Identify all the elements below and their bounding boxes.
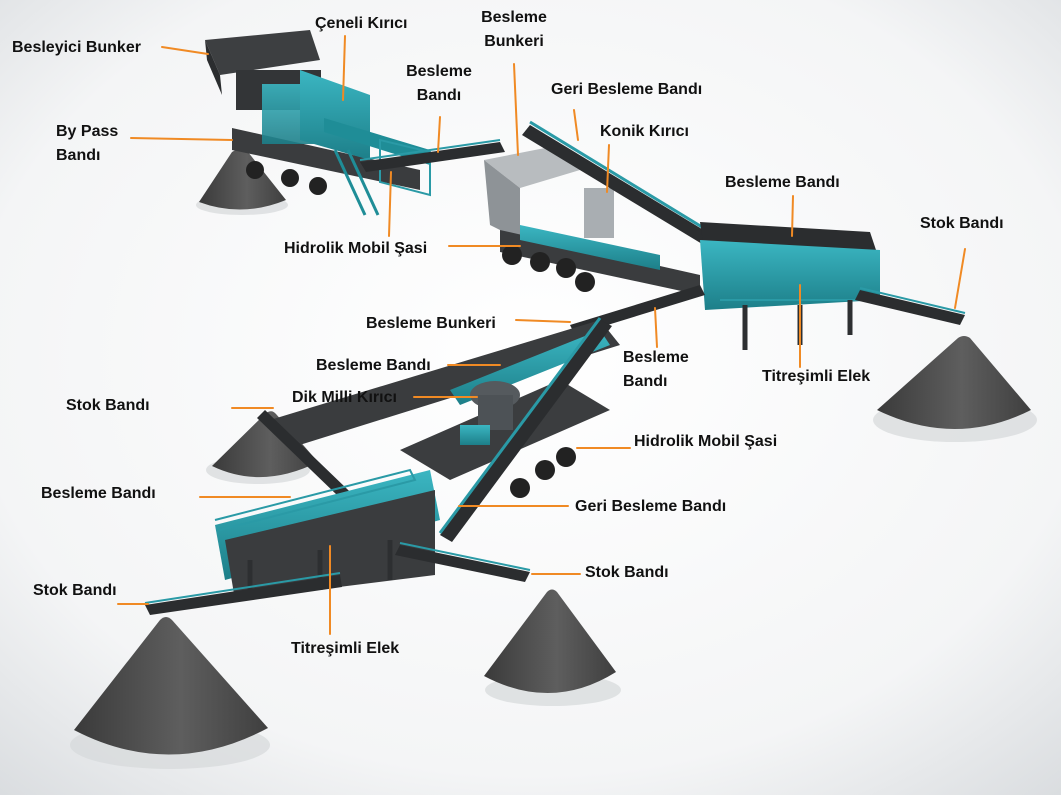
label-besleme-bandi-right: Besleme Bandı — [725, 174, 840, 191]
label-besleme-bunkeri-mid: Besleme Bunkeri — [366, 315, 496, 332]
leader-besleme-bandi-top — [437, 116, 441, 153]
label-besleme-bandi-left: Besleme Bandı — [41, 485, 156, 502]
label-besleme-bandi-c-line2: Bandı — [623, 373, 668, 390]
leader-besleme-bunkeri-top — [513, 63, 519, 156]
label-besleme-bandi-c-line1: Besleme — [623, 349, 689, 366]
label-titresimli-elek-bottom: Titreşimli Elek — [291, 640, 400, 657]
label-geri-besleme-top: Geri Besleme Bandı — [551, 81, 703, 98]
label-besleme-bandi-top: Besleme Bandı — [401, 60, 477, 108]
label-konik-kirici: Konik Kırıcı — [600, 123, 689, 140]
leader-besleme-bandi-c — [654, 307, 658, 348]
label-besleme-bandi-top-line1: Besleme — [406, 63, 472, 80]
label-besleme-bandi-c: Besleme Bandı — [623, 346, 689, 394]
label-besleme-bunkeri-top-line1: Besleme — [481, 9, 547, 26]
label-by-pass: By Pass Bandı — [56, 120, 118, 168]
cone-crusher-plant — [484, 120, 966, 350]
leader-besleme-bandi-right — [791, 195, 794, 237]
leader-besleme-bunkeri-mid — [515, 319, 571, 323]
stockpile-bottom-left — [74, 617, 268, 755]
label-ceneli-kirici: Çeneli Kırıcı — [315, 15, 408, 32]
label-besleme-bandi-top-line2: Bandı — [416, 87, 462, 104]
stockpile-left — [212, 411, 318, 478]
leader-geri-besleme-top — [573, 109, 579, 141]
leader-by-pass — [130, 137, 233, 141]
leader-lines — [117, 35, 966, 635]
label-hidrolik-top: Hidrolik Mobil Şasi — [284, 240, 428, 257]
label-dik-milli: Dik Milli Kırıcı — [292, 389, 397, 406]
label-besleyici-bunker: Besleyici Bunker — [12, 39, 141, 56]
label-besleme-bandi-mid: Besleme Bandı — [316, 357, 431, 374]
label-stok-bandi-right: Stok Bandı — [920, 215, 1004, 232]
leader-stok-bandi-right — [954, 248, 966, 309]
label-stok-bandi-bottom-left: Stok Bandı — [33, 582, 117, 599]
stockpile-right — [877, 336, 1031, 429]
stockpiles — [70, 149, 1037, 769]
label-stok-bandi-bottom-right: Stok Bandı — [585, 564, 669, 581]
label-besleme-bunkeri-top-line2: Bunkeri — [484, 33, 544, 50]
label-stok-bandi-left: Stok Bandı — [66, 397, 150, 414]
stockpile-bottom-right — [484, 589, 616, 694]
leader-hidrolik-top-2 — [388, 171, 392, 237]
label-besleme-bunkeri-top: Besleme Bunkeri — [476, 6, 552, 54]
label-by-pass-line1: By Pass — [56, 123, 119, 140]
label-geri-besleme-bottom: Geri Besleme Bandı — [575, 498, 727, 515]
label-hidrolik-bottom: Hidrolik Mobil Şasi — [634, 433, 778, 450]
stockpile-top-left — [199, 149, 286, 210]
jaw-crusher-plant — [205, 30, 505, 216]
leader-besleyici-bunker — [161, 46, 209, 55]
label-by-pass-line2: Bandı — [56, 147, 101, 164]
label-titresimli-elek-right: Titreşimli Elek — [762, 368, 871, 385]
leader-konik-kirici — [606, 144, 610, 193]
leader-ceneli-kirici — [342, 35, 346, 101]
